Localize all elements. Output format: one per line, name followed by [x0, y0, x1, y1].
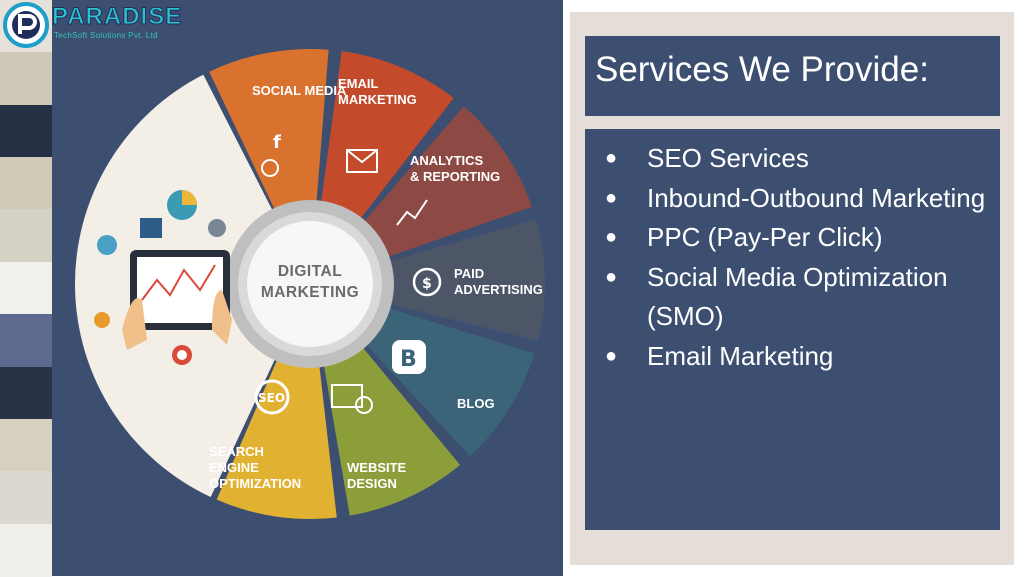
hand-right-icon — [212, 290, 232, 345]
service-item: ● SEO Services — [585, 139, 995, 179]
segment-label: SOCIAL MEDIA — [252, 83, 347, 98]
stripe-block — [0, 366, 52, 420]
service-label: PPC (Pay-Per Click) — [647, 222, 883, 252]
logo-mark-icon — [3, 2, 49, 48]
logo-title: PARADISE — [51, 3, 183, 31]
paradise-logo: PARADISE TechSoft Solutions Pvt. Ltd — [0, 0, 200, 50]
stripe-block — [0, 418, 52, 473]
service-item: ● PPC (Pay-Per Click) — [585, 218, 995, 258]
wheel-segment — [384, 219, 545, 341]
left-stripe-decoration — [0, 0, 52, 577]
dollar-search-icon — [412, 267, 442, 297]
gear-icon — [94, 312, 110, 328]
svg-text:B: B — [400, 347, 417, 372]
stripe-block — [0, 157, 52, 211]
stripe-block — [0, 523, 52, 577]
website-monitor-icon — [331, 384, 363, 408]
clock-icon — [208, 219, 226, 237]
bullet-icon: ● — [605, 226, 618, 248]
services-title-box: Services We Provide: — [585, 36, 1000, 116]
services-content-box: ● SEO Services ● Inbound-Outbound Marketing… — [585, 129, 1000, 530]
segment-label: BLOG — [457, 396, 495, 411]
segment-label: DESIGN — [347, 476, 397, 491]
stripe-block — [0, 52, 52, 106]
service-label: SEO Services — [647, 143, 809, 173]
service-label: Inbound-Outbound Marketing — [647, 182, 986, 213]
stripe-block — [0, 104, 52, 159]
digital-marketing-wheel: f $ B SEO SOCIAL MEDIAEMAILMARKETINGANAL… — [75, 49, 545, 519]
service-label: Social Media Optimization (SMO) — [647, 261, 948, 332]
bullet-icon: ● — [605, 186, 618, 209]
segment-label: ENGINE — [209, 460, 259, 475]
segment-label: & REPORTING — [410, 169, 500, 184]
stripe-block — [0, 209, 52, 263]
bullet-icon: ● — [605, 265, 618, 288]
email-icon — [346, 149, 378, 173]
svg-text:SEO: SEO — [258, 391, 285, 405]
megaphone-icon — [261, 159, 279, 177]
center-label-line2: MARKETING — [261, 284, 359, 301]
svg-text:$: $ — [422, 276, 432, 292]
wheel-segment — [209, 49, 329, 214]
segment-label: ADVERTISING — [454, 282, 543, 297]
bullet-icon: ● — [605, 344, 618, 367]
segment-label: OPTIMIZATION — [209, 476, 301, 491]
social-media-icon: f — [273, 132, 281, 153]
mail-icon — [140, 218, 162, 238]
services-list: ● SEO Services ● Inbound-Outbound Marketing… — [585, 139, 995, 376]
service-item: ● Inbound-Outbound Marketing — [585, 179, 995, 219]
segment-label: EMAIL — [338, 76, 379, 91]
service-label: Email Marketing — [647, 340, 834, 371]
wheel-segment — [320, 51, 454, 223]
segment-label: WEBSITE — [347, 460, 407, 475]
services-title: Services We Provide: — [595, 50, 929, 89]
service-item: ● Email Marketing — [585, 337, 995, 377]
wheel-segment — [323, 344, 461, 516]
logo-subtitle: TechSoft Solutions Pvt. Ltd — [54, 31, 158, 40]
stripe-block — [0, 261, 52, 316]
stripe-block — [0, 471, 52, 525]
hand-left-icon — [122, 298, 147, 350]
segment-label: PAID — [454, 266, 484, 281]
center-hub — [247, 221, 373, 347]
analytics-chart-icon — [396, 199, 428, 226]
tablet-illustration — [94, 190, 232, 365]
segment-label: ANALYTICS — [410, 153, 484, 168]
wheel-segment — [216, 355, 337, 519]
globe-icon — [97, 235, 117, 255]
segment-label: MARKETING — [338, 92, 417, 107]
stripe-block — [0, 314, 52, 368]
segment-label: SEARCH — [209, 444, 264, 459]
service-item: ● Social Media Optimization (SMO) — [585, 258, 995, 337]
seo-magnifier-icon — [254, 379, 290, 415]
blogger-icon — [392, 340, 426, 374]
wheel-segment — [361, 106, 532, 259]
bullet-icon: ● — [605, 147, 618, 169]
center-label-line1: DIGITAL — [278, 263, 342, 280]
